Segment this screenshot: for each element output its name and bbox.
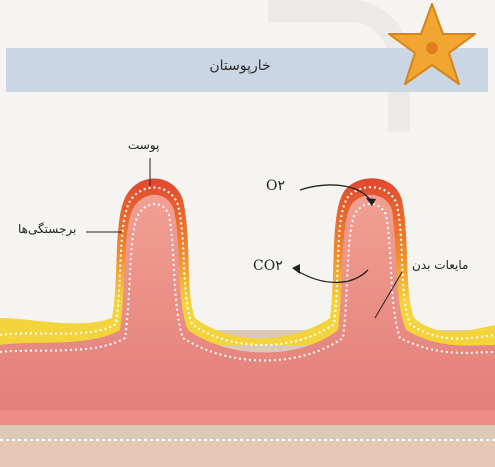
starfish-icon [389,4,475,84]
carbon-dioxide-label: CO۲ [253,258,283,274]
projections-label: برجستگی‌ها [18,222,76,236]
skin-label: پوست [128,138,159,152]
oxygen-label: O۲ [266,178,285,194]
body-fluid-label: مایعات بدن [412,258,468,272]
